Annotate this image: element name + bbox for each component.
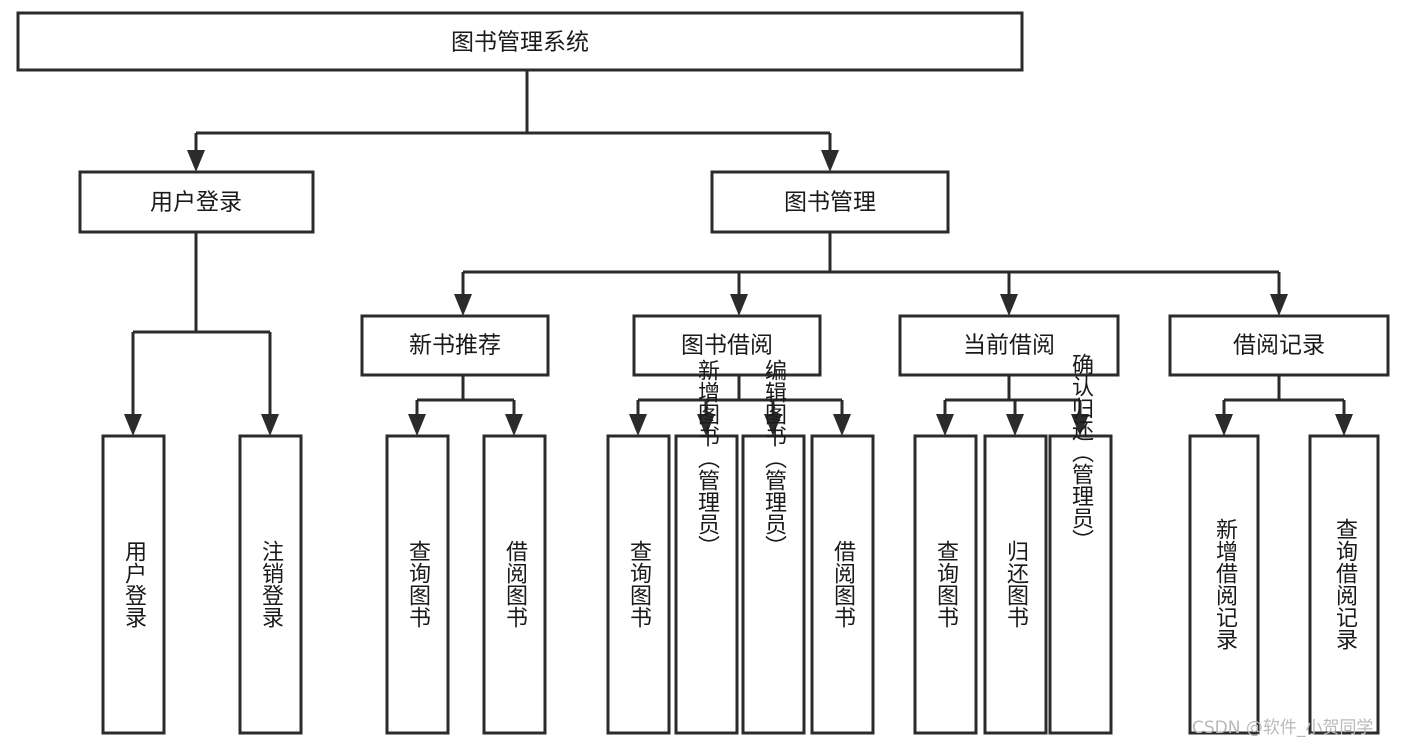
node-book-management[interactable]: 图书管理 xyxy=(710,170,950,234)
leaf-rec-query-record-box[interactable] xyxy=(1308,434,1380,735)
leaf-cb-confirm-return-admin[interactable]: 确认归还（管理员） xyxy=(1048,353,1113,735)
node-user-login-box[interactable] xyxy=(78,170,315,234)
leaf-rec-query-record-label: 查询借阅记录 xyxy=(1332,518,1358,650)
leaf-nbr-query-book-label: 查询图书 xyxy=(405,540,431,628)
arrowhead-new-book xyxy=(454,294,472,316)
leaf-user-login[interactable]: 用户登录 xyxy=(101,434,166,735)
leaf-cb-query-book-label: 查询图书 xyxy=(933,540,959,628)
node-borrow-record-label: 借阅记录 xyxy=(1233,333,1325,359)
node-book-borrow-box[interactable] xyxy=(632,314,822,377)
arrowhead-tb-query xyxy=(629,414,647,436)
leaf-cb-confirm-return-admin-label: 确认归还（管理员） xyxy=(1068,353,1094,551)
leaf-logout-box[interactable] xyxy=(238,434,303,735)
node-root-label: 图书管理系统 xyxy=(451,30,589,56)
node-new-book-recommend[interactable]: 新书推荐 xyxy=(360,314,550,377)
leaf-bb-edit-book-admin[interactable]: 编辑图书（管理员） xyxy=(741,359,806,735)
leaf-cb-return-book-box[interactable] xyxy=(983,434,1048,735)
leaf-rec-query-record[interactable]: 查询借阅记录 xyxy=(1308,434,1380,735)
node-book-management-box[interactable] xyxy=(710,170,950,234)
leaf-logout[interactable]: 注销登录 xyxy=(238,434,303,735)
leaf-bb-borrow-book-box[interactable] xyxy=(810,434,875,735)
node-user-login-label: 用户登录 xyxy=(150,190,242,216)
arrowhead-tb-borrow xyxy=(833,414,851,436)
node-user-login[interactable]: 用户登录 xyxy=(78,170,315,234)
arrowhead-record xyxy=(1270,294,1288,316)
leaf-nbr-query-book[interactable]: 查询图书 xyxy=(385,434,450,735)
connectors xyxy=(124,70,1353,436)
arrowhead-user-login xyxy=(187,150,205,172)
leaf-nbr-borrow-book-box[interactable] xyxy=(482,434,547,735)
node-new-book-recommend-box[interactable] xyxy=(360,314,550,377)
leaf-logout-label: 注销登录 xyxy=(258,540,284,628)
leaf-cb-confirm-return-admin-box[interactable] xyxy=(1048,434,1113,735)
leaf-nbr-borrow-book-label: 借阅图书 xyxy=(502,540,528,628)
node-current-borrow[interactable]: 当前借阅 xyxy=(898,314,1120,377)
arrowhead-rec-query xyxy=(1335,414,1353,436)
leaf-bb-query-book-box[interactable] xyxy=(606,434,671,735)
leaf-user-login-box[interactable] xyxy=(101,434,166,735)
arrowhead-tb-add xyxy=(697,414,715,436)
node-current-borrow-label: 当前借阅 xyxy=(963,333,1055,359)
node-root-box[interactable] xyxy=(16,11,1024,72)
arrowhead-borrow xyxy=(730,294,748,316)
node-borrow-record[interactable]: 借阅记录 xyxy=(1168,314,1390,377)
leaf-cb-query-book-box[interactable] xyxy=(913,434,978,735)
leaf-cb-query-book[interactable]: 查询图书 xyxy=(913,434,978,735)
leaf-bb-add-book-admin-box[interactable] xyxy=(674,434,739,735)
arrowhead-current xyxy=(1000,294,1018,316)
node-borrow-record-box[interactable] xyxy=(1168,314,1390,377)
leaf-nbr-query-book-box[interactable] xyxy=(385,434,450,735)
leaf-rec-add-record[interactable]: 新增借阅记录 xyxy=(1188,434,1260,735)
arrowhead-nb-borrow xyxy=(505,414,523,436)
node-book-borrow[interactable]: 图书借阅 xyxy=(632,314,822,377)
leaf-bb-add-book-admin-label: 新增图书（管理员） xyxy=(694,359,720,557)
arrowhead-book-manage xyxy=(821,150,839,172)
leaf-cb-return-book[interactable]: 归还图书 xyxy=(983,434,1048,735)
arrowhead-rec-add xyxy=(1215,414,1233,436)
leaf-nbr-borrow-book[interactable]: 借阅图书 xyxy=(482,434,547,735)
node-root[interactable]: 图书管理系统 xyxy=(16,11,1024,72)
leaf-bb-add-book-admin[interactable]: 新增图书（管理员） xyxy=(674,359,739,735)
node-book-management-label: 图书管理 xyxy=(784,190,876,216)
watermark-text: CSDN @软件_小贺同学 xyxy=(1192,718,1373,738)
node-new-book-recommend-label: 新书推荐 xyxy=(409,333,501,359)
leaf-bb-edit-book-admin-label: 编辑图书（管理员） xyxy=(761,359,787,557)
arrowhead-leaf-user-login xyxy=(124,414,142,436)
arrowhead-tb-edit xyxy=(764,414,782,436)
node-current-borrow-box[interactable] xyxy=(898,314,1120,377)
leaf-user-login-label: 用户登录 xyxy=(121,540,147,628)
arrowhead-cb-return xyxy=(1006,414,1024,436)
leaf-bb-borrow-book[interactable]: 借阅图书 xyxy=(810,434,875,735)
leaf-cb-return-book-label: 归还图书 xyxy=(1003,540,1029,628)
arrowhead-nb-query xyxy=(408,414,426,436)
leaf-bb-borrow-book-label: 借阅图书 xyxy=(830,540,856,628)
leaf-bb-edit-book-admin-box[interactable] xyxy=(741,434,806,735)
leaf-bb-query-book[interactable]: 查询图书 xyxy=(606,434,671,735)
leaf-bb-query-book-label: 查询图书 xyxy=(626,540,652,628)
arrowhead-leaf-logout xyxy=(261,414,279,436)
arrowhead-cb-confirm xyxy=(1071,414,1089,436)
node-book-borrow-label: 图书借阅 xyxy=(681,333,773,359)
leaf-rec-add-record-label: 新增借阅记录 xyxy=(1212,518,1238,650)
leaf-rec-add-record-box[interactable] xyxy=(1188,434,1260,735)
arrowhead-cb-query xyxy=(936,414,954,436)
